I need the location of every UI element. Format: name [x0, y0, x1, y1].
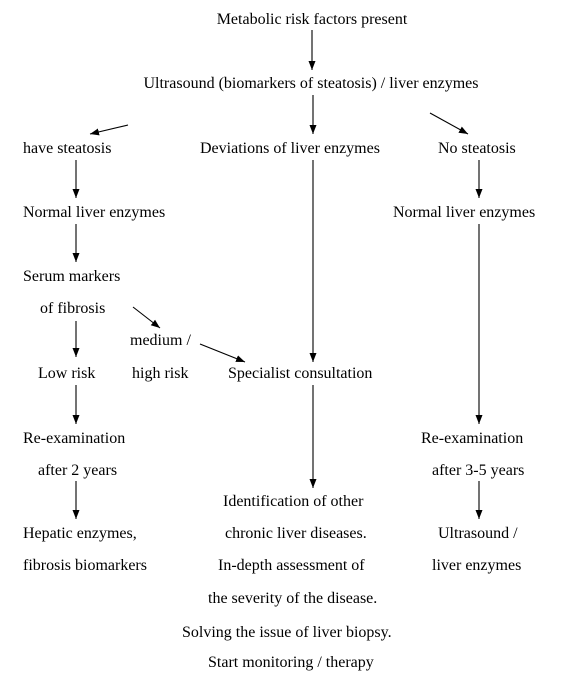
- node-no-steatosis: No steatosis: [438, 140, 516, 157]
- node-reexam-right-line1: Re-examination: [421, 430, 523, 447]
- node-reexam-left-line2: after 2 years: [38, 462, 117, 479]
- node-reexam-right-line2: after 3-5 years: [432, 462, 524, 479]
- node-medium-high-line1: medium /: [130, 332, 191, 349]
- node-metabolic-risk: Metabolic risk factors present: [217, 11, 408, 28]
- arrow-medium-high-to-specialist: [199, 343, 246, 363]
- node-normal-enzymes-right: Normal liver enzymes: [393, 204, 535, 221]
- node-specialist: Specialist consultation: [228, 365, 372, 382]
- node-low-risk: Low risk: [38, 365, 95, 382]
- node-identification-line2: chronic liver diseases.: [225, 525, 367, 542]
- node-medium-high-line2: high risk: [132, 365, 188, 382]
- node-identification-line6: Start monitoring / therapy: [208, 654, 374, 671]
- node-normal-enzymes-left: Normal liver enzymes: [23, 204, 165, 221]
- arrow-ultrasound-to-no-steatosis: [429, 112, 469, 135]
- node-hepatic-line1: Hepatic enzymes,: [23, 525, 137, 542]
- node-serum-markers-line2: of fibrosis: [40, 300, 105, 317]
- arrow-ultrasound-to-steatosis: [89, 124, 129, 136]
- node-identification-line4: the severity of the disease.: [208, 590, 377, 607]
- node-identification-line5: Solving the issue of liver biopsy.: [182, 624, 392, 641]
- node-identification-line1: Identification of other: [223, 493, 364, 510]
- node-ultrasound-right-line2: liver enzymes: [432, 557, 521, 574]
- node-deviations-enzymes: Deviations of liver enzymes: [200, 140, 380, 157]
- node-ultrasound-right-line1: Ultrasound /: [438, 525, 518, 542]
- node-identification-line3: In-depth assessment of: [218, 557, 365, 574]
- arrow-serum-to-medium-high: [132, 306, 161, 329]
- node-serum-markers-line1: Serum markers: [23, 268, 120, 285]
- node-ultrasound-enzymes: Ultrasound (biomarkers of steatosis) / l…: [143, 75, 478, 92]
- node-hepatic-line2: fibrosis biomarkers: [23, 557, 147, 574]
- node-have-steatosis: have steatosis: [23, 140, 111, 157]
- node-reexam-left-line1: Re-examination: [23, 430, 125, 447]
